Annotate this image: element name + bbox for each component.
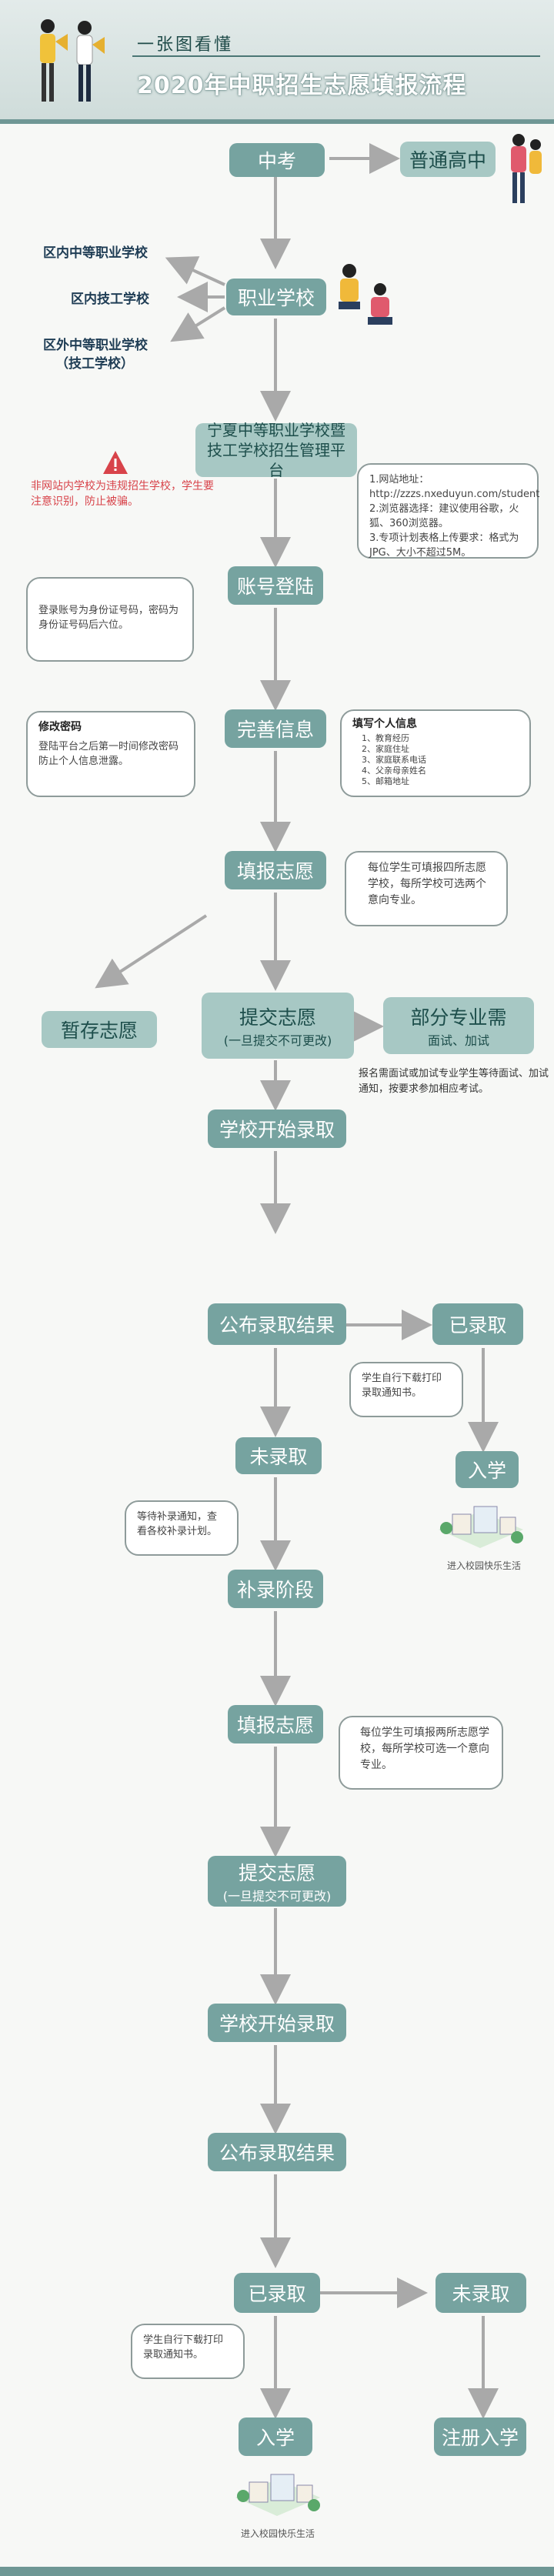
label-quwai-jigong: （技工学校） [55, 356, 134, 372]
step-account-login: 账号登陆 [228, 566, 323, 605]
step-fill-application-2: 填报志愿 [228, 1705, 323, 1743]
step-supplement: 补录阶段 [228, 1570, 323, 1608]
people-megaphone-icon [40, 19, 105, 102]
campus-caption-2: 进入校园快乐生活 [240, 2528, 315, 2539]
step-school-start: 学校开始录取 [208, 1109, 346, 1148]
note-info-title: 填写个人信息 [352, 718, 417, 730]
header-banner: 一张图看懂 2020年中职招生志愿填报流程 [0, 0, 554, 124]
label-qunei-zhongzhi: 区内中等职业学校 [43, 245, 148, 261]
note-download2-bubble: 学生自行下载打印录取通知书。 [131, 2324, 245, 2379]
campus-caption: 进入校园快乐生活 [446, 1560, 521, 1571]
note-login-bubble: 登录账号为身份证号码，密码为身份证号码后六位。 [26, 577, 194, 662]
step-not-admitted-2: 未录取 [436, 2273, 526, 2313]
step-not-admitted: 未录取 [235, 1437, 322, 1474]
note-download-bubble: 学生自行下载打印录取通知书。 [349, 1362, 463, 1417]
footer-bar [0, 2567, 554, 2576]
students-icon [511, 134, 542, 203]
step-zhongkao: 中考 [229, 143, 325, 177]
step-platform: 宁夏中等职业学校暨技工学校招生管理平台 [195, 421, 357, 479]
warning-icon [103, 451, 128, 474]
step-enroll-2: 入学 [239, 2418, 312, 2456]
step-enroll: 入学 [456, 1451, 519, 1488]
note-password-bubble: 修改密码 登陆平台之后第一时间修改密码防止个人信息泄露。 [26, 711, 195, 797]
step-admitted: 已录取 [432, 1303, 523, 1345]
step-register-enroll: 注册入学 [434, 2418, 526, 2456]
warning-note: 非网站内学校为违规招生学校，学生要注意识别，防止被骗。 [31, 480, 214, 508]
step-partial-interview: 部分专业需 面试、加试 [383, 997, 534, 1054]
note-fill2-bubble: 每位学生可填报两所志愿学校，每所学校可选一个意向专业。 [339, 1716, 503, 1790]
note-platform-bubble: 1.网站地址： http://zzzs.nxeduyun.com/student… [357, 463, 539, 559]
students-reading-icon [339, 264, 392, 325]
step-admitted-2: 已录取 [234, 2273, 320, 2313]
note-fill-bubble: 每位学生可填报四所志愿学校，每所学校可选两个意向专业。 [345, 851, 508, 926]
page-title: 2020年中职招生志愿填报流程 [137, 72, 467, 99]
step-school-start-2: 学校开始录取 [208, 2004, 346, 2042]
label-quwai-zhongzhi: 区外中等职业学校 [43, 338, 148, 353]
step-submit-application: 提交志愿 (一旦提交不可更改) [202, 993, 354, 1059]
step-publish-result-2: 公布录取结果 [208, 2133, 346, 2171]
note-partial-interview: 报名需面试或加试专业学生等待面试、加试通知，按要求参加相应考试。 [359, 1068, 549, 1095]
step-zhiye-xuexiao: 职业学校 [226, 279, 326, 315]
note-info-bubble: 填写个人信息 1、教育经历 2、家庭住址 3、家庭联系电话 4、父亲母亲姓名 5… [340, 709, 531, 797]
step-complete-info: 完善信息 [225, 709, 326, 748]
header-subtitle: 一张图看懂 [137, 35, 234, 55]
step-temp-save: 暂存志愿 [42, 1011, 157, 1048]
header-rule [132, 55, 540, 57]
campus-illustration [439, 1506, 523, 1548]
step-fill-application: 填报志愿 [225, 851, 326, 889]
step-putong-gaozhong: 普通高中 [400, 142, 496, 177]
label-qunei-jigong: 区内技工学校 [71, 292, 149, 307]
campus-illustration-2 [235, 2474, 320, 2516]
step-publish-result: 公布录取结果 [208, 1303, 346, 1345]
note-wait-bubble: 等待补录通知，查看各校补录计划。 [125, 1500, 239, 1556]
note-password-title: 修改密码 [38, 721, 82, 733]
step-submit-application-2: 提交志愿 (一旦提交不可更改) [208, 1856, 346, 1907]
